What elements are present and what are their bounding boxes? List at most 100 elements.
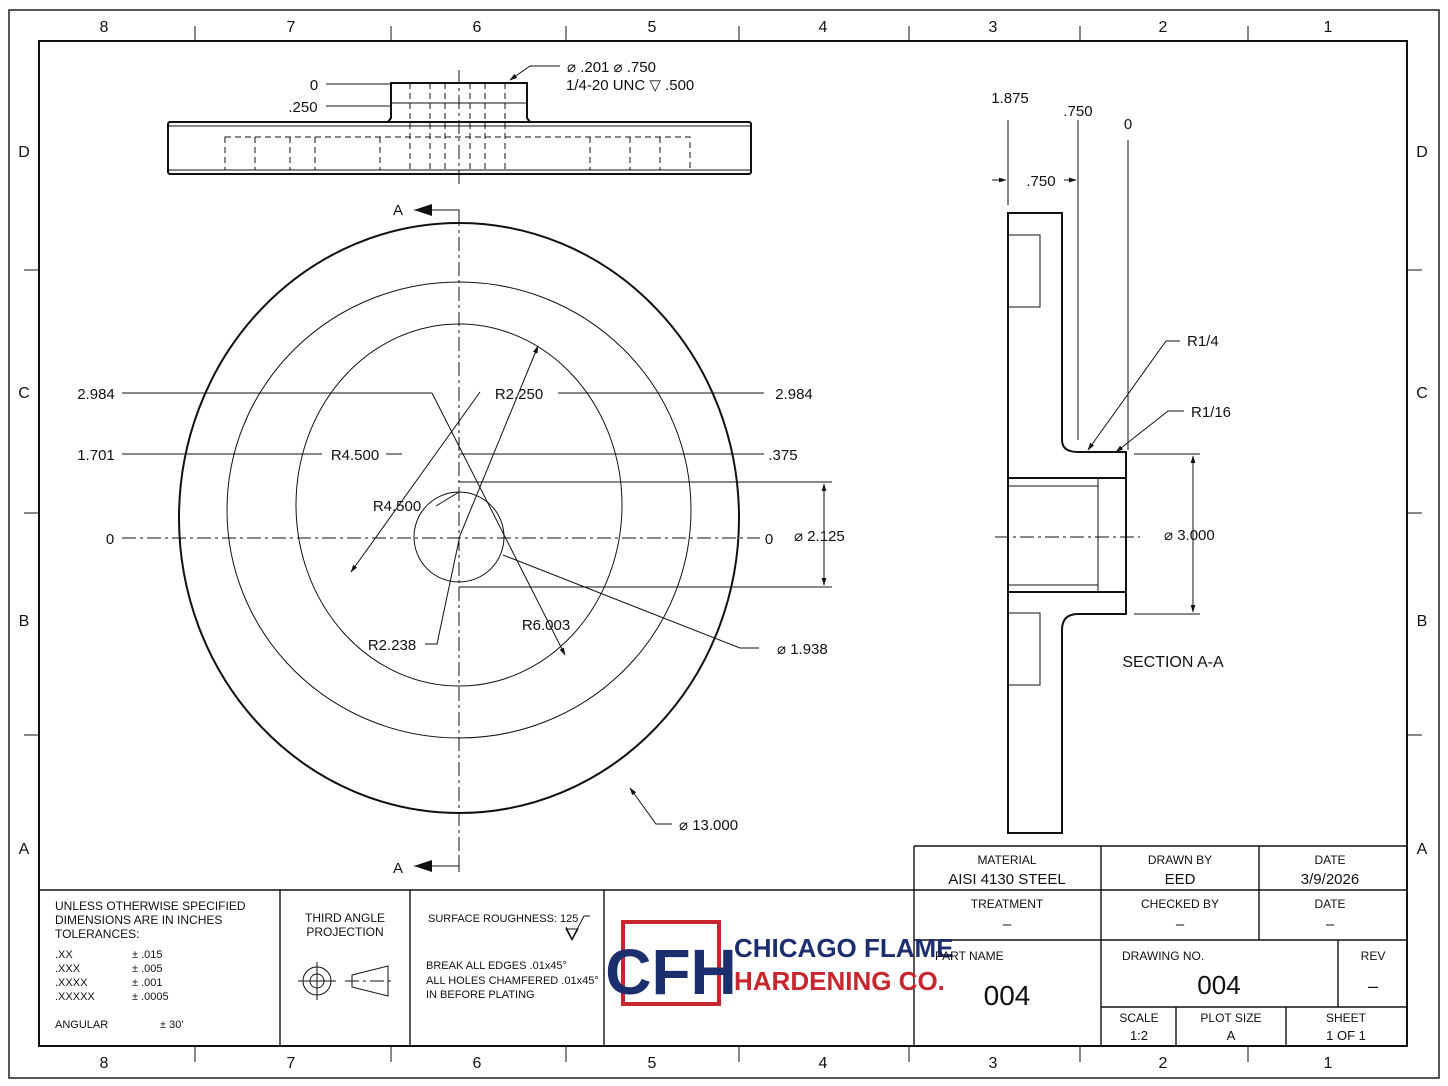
rev-label: REV: [1361, 949, 1386, 963]
tol-val-xxxxx: ± .0005: [132, 991, 169, 1003]
zone-col-7-top: 7: [287, 19, 296, 36]
notes-line2: DIMENSIONS ARE IN INCHES: [55, 913, 222, 927]
section-mark-top: A: [393, 202, 403, 219]
logo-line1: CHICAGO FLAME: [734, 933, 954, 963]
dim-375-right: .375: [768, 447, 797, 464]
zone-col-5-top: 5: [648, 19, 657, 36]
tol-val-xxxx: ± .001: [132, 977, 163, 989]
section-dim-r116: R1/16: [1191, 404, 1231, 421]
zone-col-2-top: 2: [1159, 19, 1168, 36]
zone-row-d-right: D: [1416, 144, 1428, 161]
dim-r4500-upper: R4.500: [331, 447, 379, 464]
zone-row-c-right: C: [1416, 385, 1428, 402]
tol-val-xxx: ± .005: [132, 963, 163, 975]
part-name-value: 004: [984, 980, 1031, 1011]
tol-key-xxxxx: .XXXXX: [55, 991, 95, 1003]
zone-col-7-bottom: 7: [287, 1055, 296, 1072]
zone-col-8-bottom: 8: [100, 1055, 109, 1072]
tol-key-xxxx: .XXXX: [55, 977, 88, 989]
drawing-no-value: 004: [1197, 970, 1240, 1000]
section-dim-r14: R1/4: [1187, 333, 1219, 350]
plating-note: IN BEFORE PLATING: [426, 989, 535, 1001]
company-logo: CFH CHICAGO FLAME HARDENING CO.: [605, 920, 954, 1008]
projection-line2: PROJECTION: [306, 925, 383, 939]
tol-key-xx: .XX: [55, 949, 73, 961]
break-edges-note: BREAK ALL EDGES .01x45°: [426, 960, 567, 972]
tol-angular-label: ANGULAR: [55, 1019, 108, 1031]
zone-labels: 8 7 6 5 4 3 2 1 8 7 6 5 4 3 2 1 D C B A …: [18, 19, 1428, 1072]
material-label: MATERIAL: [977, 853, 1036, 867]
logo-letters: CFH: [605, 936, 737, 1008]
section-view: [992, 120, 1200, 834]
scale-label: SCALE: [1119, 1011, 1158, 1025]
section-dim-1875: 1.875: [991, 90, 1029, 107]
drawn-by-label: DRAWN BY: [1148, 853, 1212, 867]
hole-callout-line2: 1/4-20 UNC ▽ .500: [566, 77, 694, 94]
scale-value: 1:2: [1130, 1028, 1148, 1043]
plot-size-value: A: [1227, 1028, 1236, 1043]
drawing-no-label: DRAWING NO.: [1122, 949, 1204, 963]
dim-dia-2125: ⌀ 2.125: [794, 528, 845, 545]
zone-col-3-top: 3: [989, 19, 998, 36]
section-dim-750: .750: [1026, 173, 1055, 190]
zone-col-3-bottom: 3: [989, 1055, 998, 1072]
dim-0-left: 0: [106, 531, 114, 548]
notes-line3: TOLERANCES:: [55, 927, 139, 941]
top-view: [167, 65, 752, 185]
zone-row-b-right: B: [1417, 613, 1428, 630]
treatment-value: –: [1003, 916, 1012, 933]
zone-col-1-top: 1: [1324, 19, 1333, 36]
third-angle-projection-icon: [298, 962, 395, 1000]
top-view-dim-250: .250: [288, 99, 317, 116]
dim-r2250: R2.250: [495, 386, 543, 403]
drawn-by-value: EED: [1165, 871, 1196, 888]
zone-col-6-top: 6: [473, 19, 482, 36]
zone-row-b-left: B: [19, 613, 30, 630]
date-value: 3/9/2026: [1301, 871, 1359, 888]
zone-col-1-bottom: 1: [1324, 1055, 1333, 1072]
zone-row-c-left: C: [18, 385, 30, 402]
zone-col-4-top: 4: [819, 19, 828, 36]
front-view: [122, 204, 832, 872]
zone-col-4-bottom: 4: [819, 1055, 828, 1072]
dim-1701-left: 1.701: [77, 447, 115, 464]
notes-line1: UNLESS OTHERWISE SPECIFIED: [55, 899, 246, 913]
sheet-value: 1 OF 1: [1326, 1028, 1366, 1043]
treatment-label: TREATMENT: [971, 897, 1044, 911]
zone-col-5-bottom: 5: [648, 1055, 657, 1072]
section-dim-0: 0: [1124, 116, 1132, 133]
checked-by-value: –: [1176, 916, 1185, 933]
dim-r2238: R2.238: [368, 637, 416, 654]
section-title: SECTION A-A: [1122, 654, 1224, 671]
dim-dia-13000: ⌀ 13.000: [679, 817, 738, 834]
drawing-border: [8, 9, 1440, 1079]
dim-0-right: 0: [765, 531, 773, 548]
date2-label: DATE: [1314, 897, 1345, 911]
surface-roughness: SURFACE ROUGHNESS: 125: [428, 913, 578, 925]
dim-2984-left: 2.984: [77, 386, 115, 403]
dim-r6003: R6.003: [522, 617, 570, 634]
checked-by-label: CHECKED BY: [1141, 897, 1219, 911]
dim-dia-1938: ⌀ 1.938: [777, 641, 828, 658]
title-block: [39, 845, 1407, 1046]
logo-line2: HARDENING CO.: [734, 966, 945, 996]
zone-col-6-bottom: 6: [473, 1055, 482, 1072]
projection-line1: THIRD ANGLE: [305, 911, 385, 925]
top-view-dim-0: 0: [310, 77, 318, 94]
part-name-label: PART NAME: [935, 949, 1004, 963]
zone-row-a-left: A: [19, 841, 30, 858]
surface-roughness-icon: [565, 915, 590, 941]
zone-col-2-bottom: 2: [1159, 1055, 1168, 1072]
zone-col-8-top: 8: [100, 19, 109, 36]
rev-value: –: [1368, 976, 1378, 996]
tol-key-xxx: .XXX: [55, 963, 81, 975]
date-label: DATE: [1314, 853, 1345, 867]
plot-size-label: PLOT SIZE: [1200, 1011, 1261, 1025]
tol-angular-value: ± 30': [160, 1019, 183, 1031]
section-mark-bottom: A: [393, 860, 403, 877]
zone-row-d-left: D: [18, 144, 30, 161]
section-dim-dia-3000: ⌀ 3.000: [1164, 527, 1215, 544]
material-value: AISI 4130 STEEL: [948, 871, 1066, 888]
holes-chamfer-note: ALL HOLES CHAMFERED .01x45°: [426, 975, 599, 987]
